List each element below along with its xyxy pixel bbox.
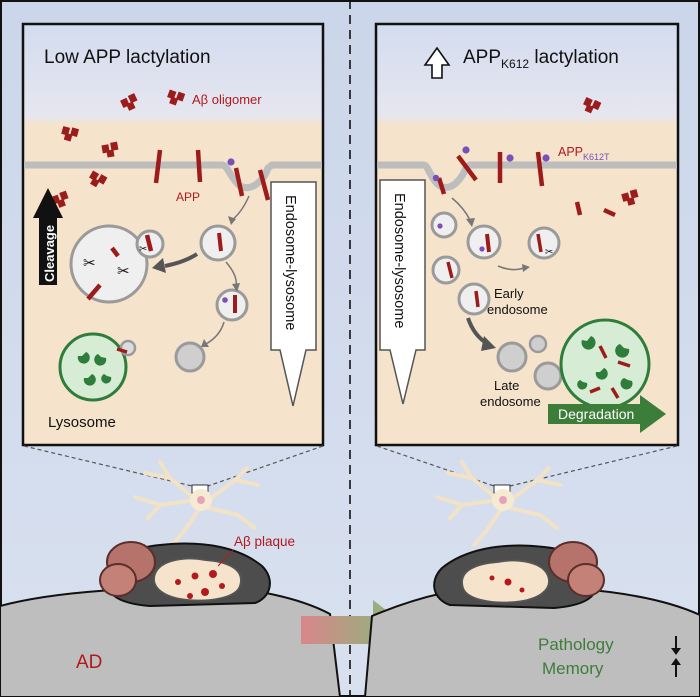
- endosome-left-2: [215, 288, 249, 322]
- early-endosome-label-2: endosome: [487, 302, 548, 317]
- endosome-right-3: [431, 255, 461, 285]
- endosome-right-1: [430, 211, 458, 239]
- endosome-lysosome-arrow-left: [270, 181, 317, 407]
- neuron-nucleus-right: [499, 496, 507, 504]
- lysosome-label: Lysosome: [48, 414, 116, 431]
- right-panel: APPK612 lactylation APPK612T Endosome-ly…: [374, 22, 680, 447]
- mouse-ear-right-2: [567, 563, 605, 597]
- hydrolases-right: [577, 336, 633, 390]
- thin-arrow: [497, 265, 525, 271]
- late-endosome-left: [174, 341, 206, 373]
- right-title-text: APPK612 lactylation: [463, 47, 619, 71]
- app-rods-left: [153, 149, 271, 201]
- scissors-icon: ✂: [117, 263, 130, 280]
- traffic-arrow: [164, 252, 199, 268]
- mouse-ear-left-2: [99, 563, 137, 597]
- disease-label: AD: [76, 652, 102, 673]
- lactyl-dot: [222, 297, 228, 303]
- ab-plaques: [175, 570, 225, 599]
- app-rod: [474, 290, 480, 308]
- app-rod: [485, 233, 491, 253]
- ab-oligomers-right: [583, 96, 639, 206]
- traffic-arrowhead-right: [481, 336, 496, 351]
- lactyl-dots-right: [432, 146, 550, 182]
- lactyl-dot: [479, 246, 485, 252]
- thin-arrow: [451, 197, 471, 221]
- app-fragments-lysosome: [589, 345, 631, 399]
- early-endosome-label-1: Early: [494, 286, 524, 301]
- thin-arrowhead: [232, 283, 240, 292]
- late-endosome-right-3: [533, 361, 563, 391]
- left-title: Low APP lactylation: [44, 47, 211, 68]
- lysosome-left: [58, 332, 128, 402]
- app-fragments: [86, 234, 154, 301]
- app-fragment: [116, 347, 128, 354]
- early-endosome-left: [199, 224, 237, 262]
- up-arrow-icon: [423, 46, 451, 79]
- mouse-right: [433, 541, 605, 610]
- lysosome-right: [559, 318, 651, 410]
- degradation-label: Degradation: [558, 406, 634, 422]
- scissors-icon: ✂: [545, 247, 553, 258]
- app-rods-right: [436, 151, 616, 218]
- late-endosome-right-1: [496, 341, 528, 373]
- cleavage-arrow: [33, 188, 63, 285]
- zoom-lines-left: [23, 445, 324, 487]
- app-rod: [446, 261, 454, 279]
- ab-plaques-right: [489, 575, 525, 593]
- endosome-right-4: [527, 226, 561, 260]
- degradation-arrow: [548, 395, 666, 433]
- endosome-lysosome-label-right: Endosome-lysosome: [391, 193, 407, 328]
- traffic-arrowhead: [152, 258, 166, 273]
- app-rod: [536, 233, 543, 253]
- endosome-lysosome-label-left: Endosome-lysosome: [282, 195, 298, 330]
- thin-arrowhead: [228, 216, 236, 225]
- late-endosome-label-1: Late: [494, 378, 519, 393]
- brain-left: [153, 557, 242, 602]
- app-rod: [217, 232, 223, 252]
- neuron-right: [435, 460, 562, 547]
- early-endosome-right: [457, 282, 491, 316]
- thin-arrowhead: [522, 264, 530, 272]
- scissors-icon: ✂: [139, 244, 147, 255]
- late-endosome-label-2: endosome: [480, 394, 541, 409]
- thin-arrowhead: [201, 339, 209, 347]
- right-title: APPK612 lactylation: [423, 46, 619, 79]
- scissors-icon: ✂: [83, 255, 96, 272]
- thin-arrow: [205, 321, 225, 345]
- neuron-left: [133, 460, 260, 547]
- app-k612t-label: APPK612T: [558, 145, 610, 162]
- lactyl-dot: [227, 158, 235, 166]
- pathology-label: Pathology: [538, 635, 614, 654]
- plaque-pointer: [217, 549, 234, 567]
- pathology-down-arrow-icon: [671, 636, 681, 655]
- neuron-nucleus-left: [197, 496, 205, 504]
- cleaving-endosome: [69, 224, 149, 304]
- memory-up-arrow-icon: [671, 658, 681, 677]
- fusing-vesicle: [119, 339, 137, 357]
- ab-oligomer-label: Aβ oligomer: [192, 92, 262, 107]
- late-endosome-right-2: [528, 334, 548, 354]
- app-label-left: APP: [176, 190, 200, 204]
- left-panel: Low APP lactylation Aβ oligomer APP Clea…: [21, 22, 325, 447]
- cleavage-label: Cleavage: [42, 225, 57, 282]
- memory-label: Memory: [542, 659, 604, 678]
- lactyl-dot: [437, 223, 443, 229]
- endosome-lysosome-arrow-right: [379, 179, 426, 405]
- ab-oligomers: [51, 89, 186, 208]
- ab-plaque-label: Aβ plaque: [234, 534, 295, 549]
- thin-arrowhead: [466, 218, 475, 227]
- endosome-right-2: [466, 224, 502, 260]
- hydrolases-left: [77, 352, 112, 386]
- mouse-left: [99, 541, 271, 608]
